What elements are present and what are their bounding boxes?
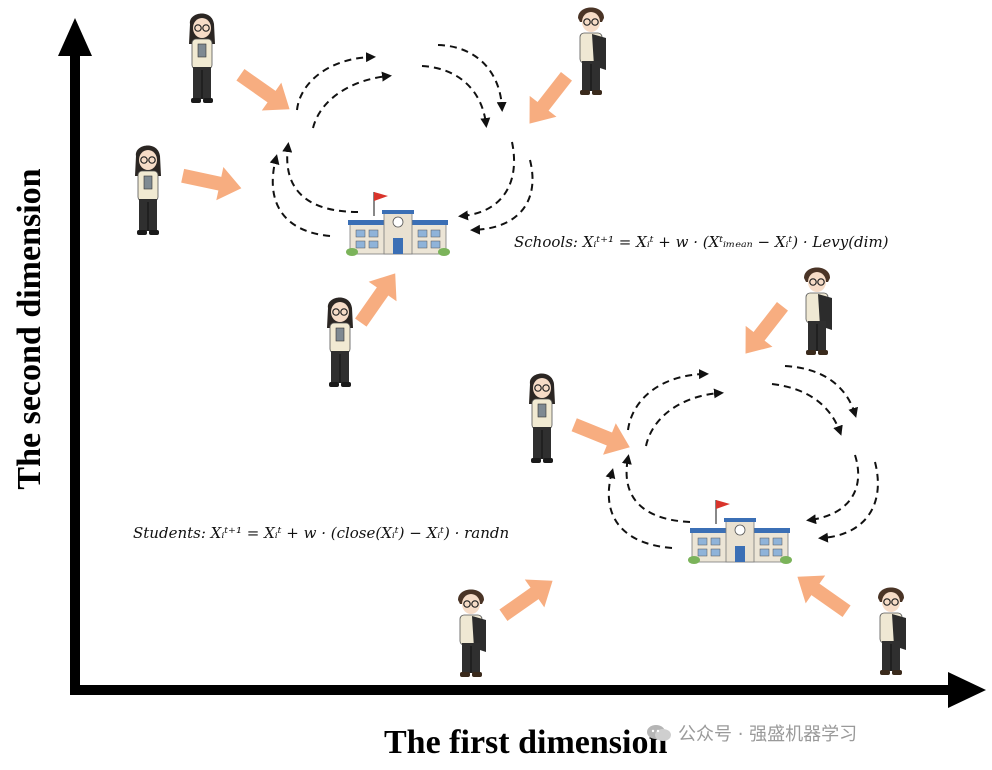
orange-arrow-icon xyxy=(499,579,553,621)
dashed-curved-arrow-icon xyxy=(312,71,392,129)
students-formula: Students: Xᵢᵗ⁺¹ = Xᵢᵗ + w · (close(Xᵢᵗ) … xyxy=(133,524,510,542)
wechat-icon xyxy=(646,723,672,748)
dashed-curved-arrow-icon xyxy=(437,44,507,112)
female-student-icon xyxy=(134,144,162,236)
dashed-curved-arrow-icon xyxy=(645,388,724,447)
dashed-curved-arrow-icon xyxy=(296,52,376,111)
dashed-curved-arrow-icon xyxy=(282,142,359,213)
orange-arrow-icon xyxy=(355,273,397,327)
y-axis-arrowhead xyxy=(58,18,92,56)
x-axis-label: The first dimension xyxy=(384,724,668,761)
dashed-curved-arrow-icon xyxy=(771,383,843,436)
dashed-curved-arrow-icon xyxy=(818,461,879,543)
orange-arrow-icon xyxy=(797,575,851,617)
orange-arrow-icon xyxy=(529,72,572,124)
school-building-icon xyxy=(345,191,451,257)
male-student-icon xyxy=(457,588,487,678)
dashed-curved-arrow-icon xyxy=(806,454,860,525)
dashed-curved-arrow-icon xyxy=(470,159,534,235)
watermark: 公众号 · 强盛机器学习 xyxy=(646,720,857,748)
dashed-curved-arrow-icon xyxy=(269,154,331,237)
orange-arrow-icon xyxy=(571,418,630,455)
orange-arrow-icon xyxy=(236,69,290,111)
school-building-icon xyxy=(687,499,793,565)
x-axis-arrowhead xyxy=(948,672,986,708)
schools-formula: Schools: Xᵢᵗ⁺¹ = Xᵢᵗ + w · (Xᵗᵢₘₑₐₙ − Xᵢ… xyxy=(514,233,889,251)
female-student-icon xyxy=(326,296,354,388)
male-student-icon xyxy=(877,586,907,676)
dashed-curved-arrow-icon xyxy=(627,369,709,431)
y-axis-label: The second dimension xyxy=(11,168,48,490)
dashed-curved-arrow-icon xyxy=(621,454,691,523)
female-student-icon xyxy=(188,12,216,104)
dashed-curved-arrow-icon xyxy=(605,468,673,549)
dashed-curved-arrow-icon xyxy=(458,141,516,221)
orange-arrow-icon xyxy=(745,302,788,354)
top-cycle xyxy=(269,44,534,237)
bottom-cycle xyxy=(605,365,879,549)
dashed-curved-arrow-icon xyxy=(784,365,858,418)
axes xyxy=(58,18,986,708)
female-student-icon xyxy=(528,372,556,464)
watermark-text: 公众号 · 强盛机器学习 xyxy=(678,724,858,745)
orange-arrow-icon xyxy=(181,167,242,201)
influence-arrows xyxy=(181,69,851,621)
male-student-icon xyxy=(803,266,833,356)
dashed-curved-arrow-icon xyxy=(421,65,491,128)
male-student-icon xyxy=(577,6,607,96)
